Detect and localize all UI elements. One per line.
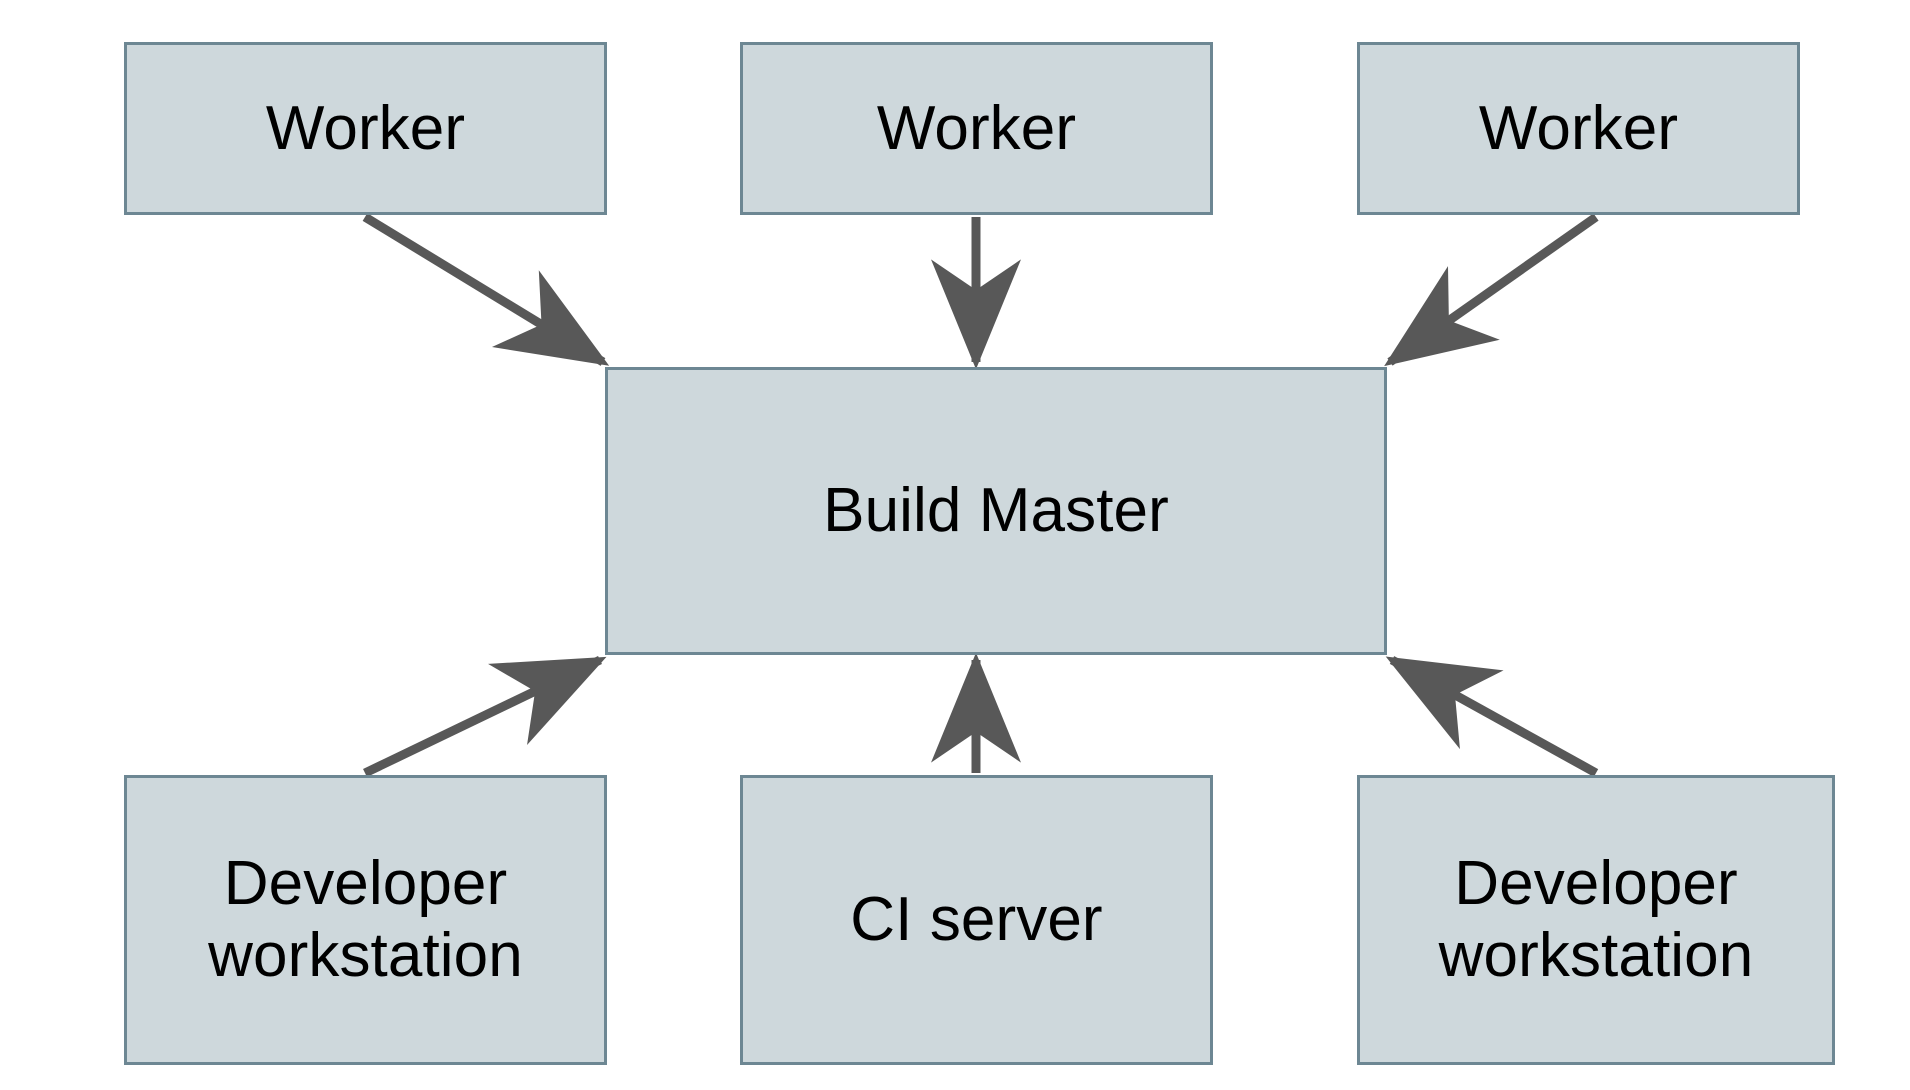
node-label: Worker (876, 93, 1077, 163)
node-build-master[interactable]: Build Master (605, 367, 1387, 655)
node-label: Developer workstation (208, 849, 523, 990)
node-label: CI server (850, 885, 1103, 955)
node-worker-right[interactable]: Worker (1357, 42, 1800, 215)
node-ci-server[interactable]: CI server (740, 775, 1213, 1065)
node-label: Worker (265, 93, 466, 163)
edge-dev-right-to-master (1385, 656, 1599, 777)
node-worker-center[interactable]: Worker (740, 42, 1213, 215)
edge-worker-right-to-master (1384, 213, 1599, 367)
node-label: Build Master (823, 476, 1169, 546)
node-developer-workstation-right[interactable]: Developer workstation (1357, 775, 1835, 1065)
node-developer-workstation-left[interactable]: Developer workstation (124, 775, 607, 1065)
edge-worker-left-to-master (362, 213, 610, 366)
node-label: Developer workstation (1438, 849, 1754, 990)
edge-dev-left-to-master (363, 655, 607, 778)
node-label: Worker (1478, 93, 1679, 163)
node-worker-left[interactable]: Worker (124, 42, 607, 215)
